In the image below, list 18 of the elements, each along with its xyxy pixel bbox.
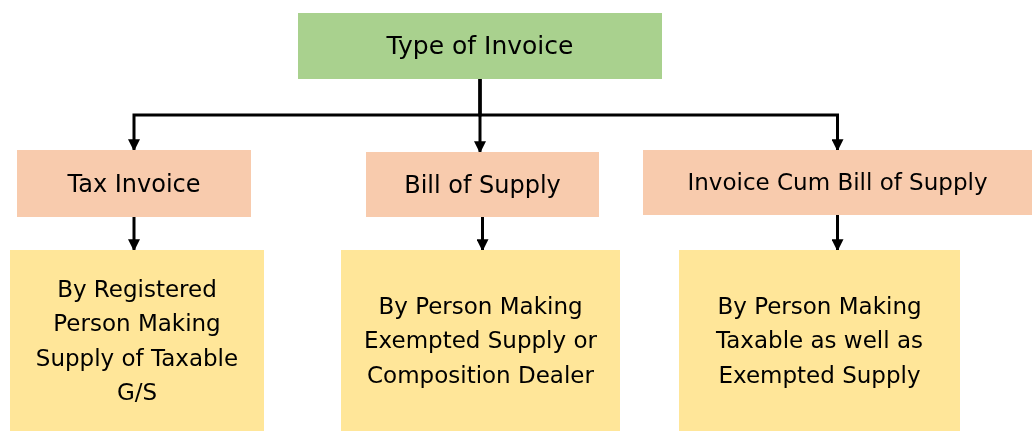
process-box bbox=[341, 250, 620, 431]
process-box bbox=[298, 13, 662, 79]
box-label: By Person Making Taxable as well as Exempted Supply bbox=[715, 291, 924, 390]
connector-arrow bbox=[831, 215, 844, 252]
box-label: Tax Invoice bbox=[67, 168, 201, 200]
box-label: Invoice Cum Bill of Supply bbox=[687, 168, 988, 198]
connector-arrow bbox=[128, 217, 140, 252]
process-box bbox=[643, 150, 1032, 215]
connector-arrow bbox=[478, 79, 844, 152]
process-box bbox=[366, 152, 599, 217]
box-label: By Registered Person Making Supply of Taxable G/S bbox=[34, 274, 240, 407]
box-label: Bill of Supply bbox=[404, 169, 561, 201]
box-label: Type of Invoice bbox=[386, 30, 574, 63]
process-box bbox=[10, 250, 264, 431]
process-box bbox=[679, 250, 960, 431]
box-label: By Person Making Exempted Supply or Composition Dealer bbox=[363, 291, 598, 390]
process-box bbox=[17, 150, 251, 217]
connector-arrow bbox=[476, 217, 489, 252]
